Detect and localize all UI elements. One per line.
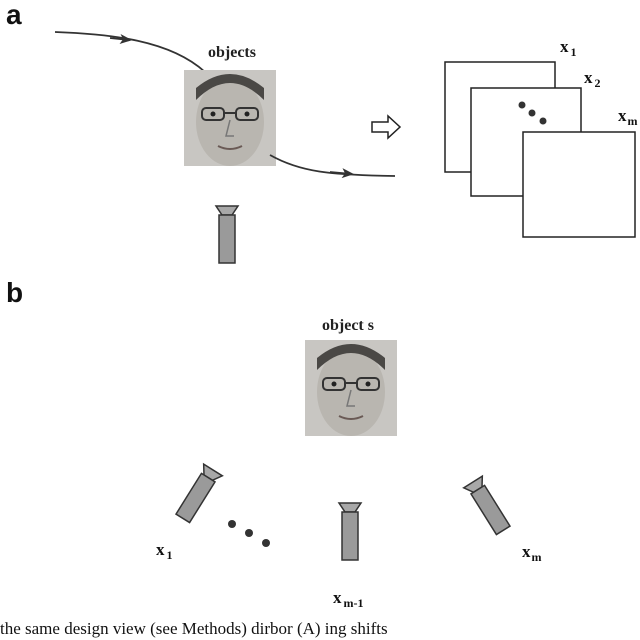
trajectory-out	[269, 154, 396, 177]
panel-b-letter: b	[6, 277, 23, 308]
camera-m-1	[338, 502, 362, 561]
face-image-a	[183, 69, 277, 167]
trajectory-arrow-2	[329, 168, 354, 179]
frame-m-label: xm	[618, 106, 638, 128]
implies-arrow-icon	[371, 114, 402, 140]
frame-dot-1	[518, 101, 526, 109]
objects-label: objects	[208, 44, 256, 61]
camera-dot-3	[262, 539, 270, 547]
panel-a-letter: a	[6, 0, 22, 30]
camera-a	[215, 205, 239, 264]
face-image-b	[304, 339, 398, 437]
frame-m	[522, 131, 636, 238]
trajectory-in	[54, 31, 206, 73]
caption-fragment: the same design view (see Methods) dirbo…	[0, 619, 388, 638]
object-s-label: object s	[322, 317, 374, 334]
frame-dot-2	[528, 109, 536, 117]
trajectory-arrow-1	[109, 34, 132, 44]
camera-dot-2	[245, 529, 253, 537]
camera-dot-1	[228, 520, 236, 528]
frame-dot-3	[539, 117, 547, 125]
camera-m	[462, 475, 514, 537]
camera-1	[172, 463, 224, 525]
camera-m-label: xm	[522, 542, 542, 564]
